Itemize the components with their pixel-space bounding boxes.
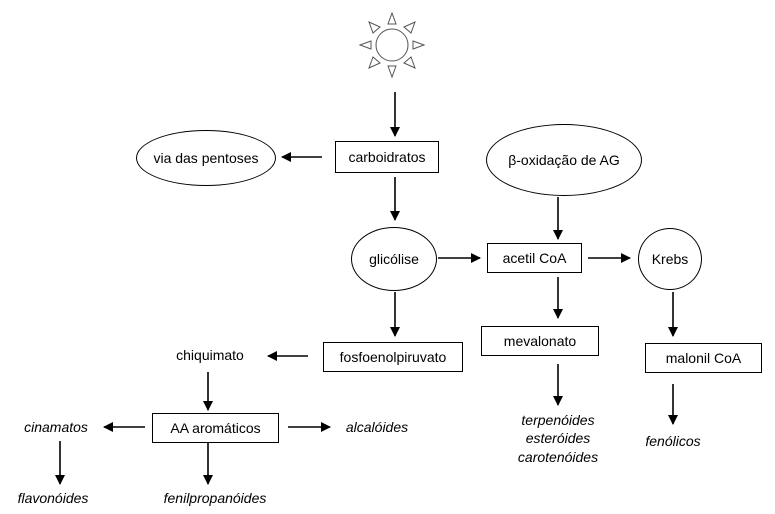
node-flavonoides: flavonóides [17,490,89,506]
node-acetil-coa: acetil CoA [487,243,582,273]
node-glicolise: glicólise [351,227,437,291]
node-mevalonato: mevalonato [481,326,599,356]
node-krebs: Krebs [638,228,702,290]
node-cinamatos: cinamatos [24,419,88,435]
node-via-das-pentoses: via das pentoses [136,130,276,186]
node-terpenoides: terpenóides [521,412,595,428]
node-chiquimato: chiquimato [176,347,244,363]
node-fenolicos: fenólicos [645,433,701,449]
node-carotenoides: carotenóides [517,449,599,465]
node-alcaloides: alcalóides [345,419,409,435]
node-malonil-coa: malonil CoA [645,343,762,373]
node-carboidratos: carboidratos [335,141,439,173]
node-fosfoenolpiruvato: fosfoenolpiruvato [323,342,463,372]
node-esteroides: esteróides [525,430,591,446]
node-beta-oxidacao: β-oxidação de AG [486,124,642,196]
node-fenilpropanoides: fenilpropanóides [163,490,267,506]
node-aa-aromaticos: AA aromáticos [152,413,279,443]
sun-icon [358,11,426,79]
